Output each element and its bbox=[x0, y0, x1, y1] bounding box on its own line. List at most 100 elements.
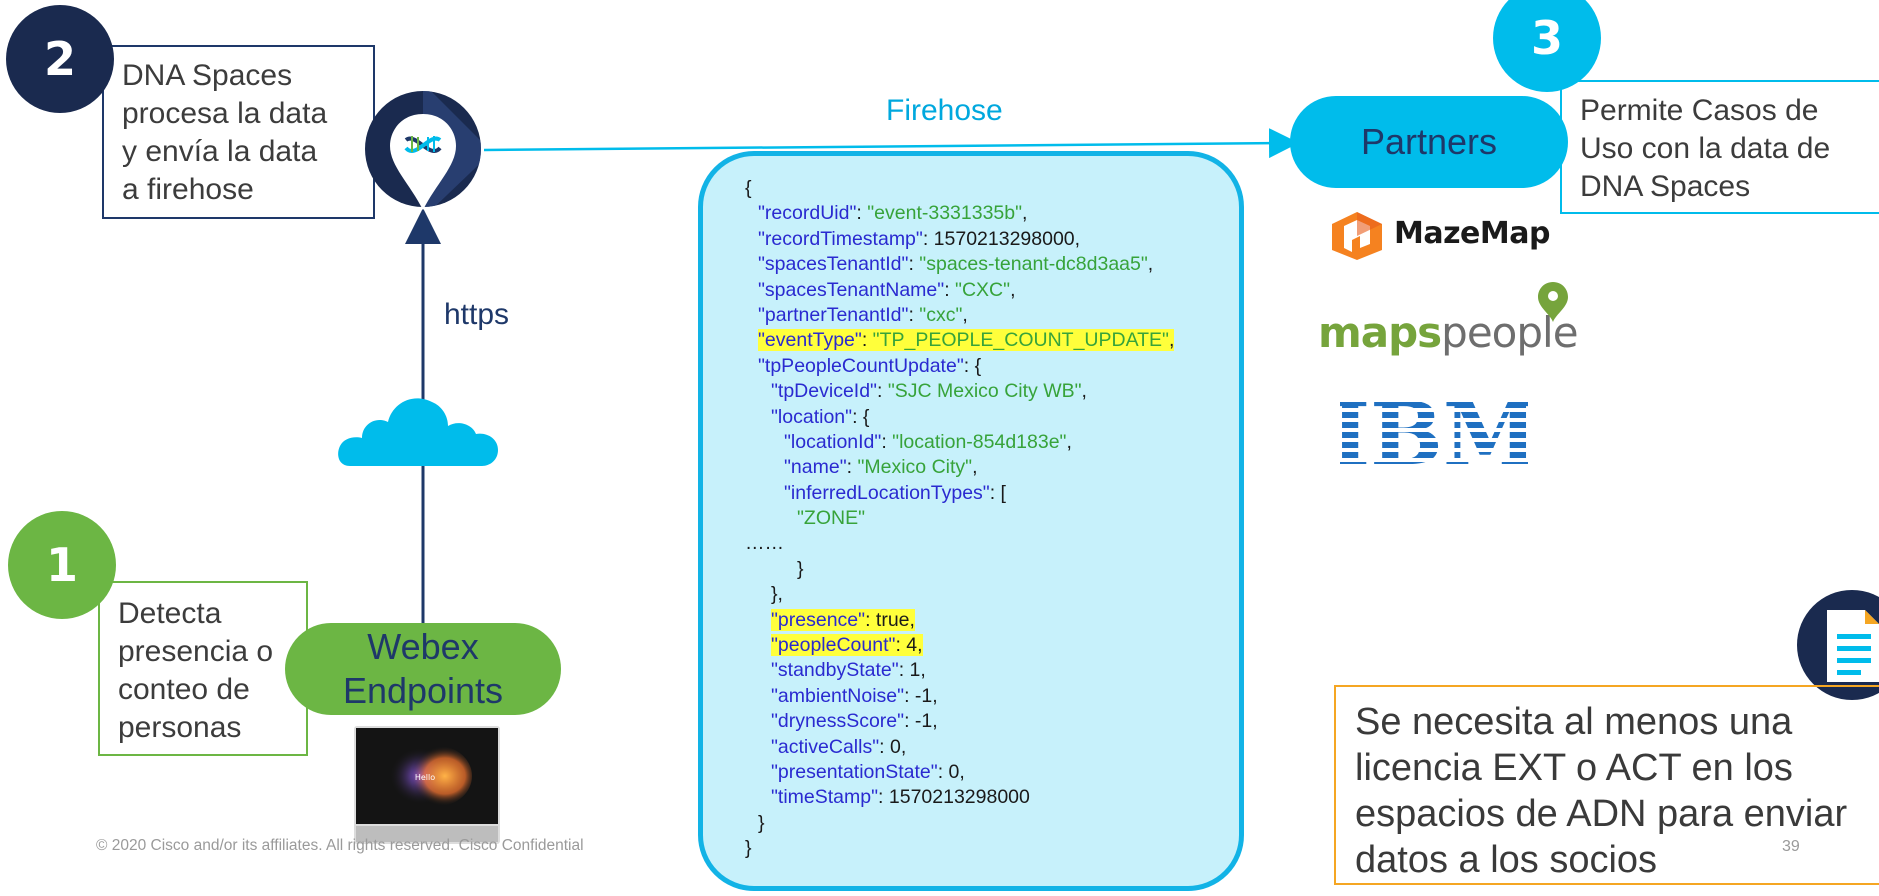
document-icon bbox=[1797, 590, 1879, 700]
json-line: "partnerTenantId": "cxc", bbox=[745, 303, 1265, 328]
json-token: : bbox=[908, 303, 920, 326]
dna-location-pin-icon bbox=[365, 91, 481, 210]
json-token: 4 bbox=[906, 634, 918, 657]
json-token: "event-3331335b" bbox=[867, 202, 1023, 225]
webex-label-line1: Webex bbox=[367, 626, 479, 667]
mazemap-logo: MazeMap bbox=[1330, 210, 1560, 266]
json-line: "eventType": "TP_PEOPLE_COUNT_UPDATE", bbox=[745, 328, 1265, 353]
json-line: "tpPeopleCountUpdate": { bbox=[745, 354, 1265, 379]
mapspeople-wordmark-a: maps bbox=[1318, 308, 1442, 357]
json-token: , bbox=[932, 710, 938, 733]
json-token: "tpPeopleCountUpdate" bbox=[758, 354, 964, 377]
json-token: "Mexico City" bbox=[857, 456, 973, 479]
json-token: "locationId" bbox=[784, 430, 882, 453]
json-token: "spacesTenantName" bbox=[758, 278, 945, 301]
footer-copyright: © 2020 Cisco and/or its affiliates. All … bbox=[96, 837, 584, 854]
json-token: -1 bbox=[914, 684, 933, 707]
json-token: : { bbox=[852, 405, 870, 428]
json-line: "presentationState": 0, bbox=[745, 760, 1265, 785]
json-token: true bbox=[875, 608, 910, 631]
json-line: "tpDeviceId": "SJC Mexico City WB", bbox=[745, 379, 1265, 404]
json-token: : bbox=[879, 735, 890, 758]
json-line: "location": { bbox=[745, 405, 1265, 430]
json-token: { bbox=[745, 177, 752, 199]
ibm-wordmark: IBM bbox=[1340, 392, 1528, 470]
json-token: , bbox=[1147, 253, 1154, 276]
webex-endpoints-pill: Webex Endpoints bbox=[285, 623, 561, 715]
json-token: "location-854d183e" bbox=[892, 430, 1067, 453]
json-token: "timeStamp" bbox=[771, 786, 879, 809]
json-line: "name": "Mexico City", bbox=[745, 455, 1265, 480]
json-token: : bbox=[846, 456, 858, 479]
json-token: -1 bbox=[914, 710, 933, 733]
json-token: , bbox=[1081, 380, 1087, 403]
json-token: "recordUid" bbox=[758, 202, 857, 225]
json-token: : bbox=[895, 634, 907, 657]
step3-badge: 3 bbox=[1493, 0, 1601, 92]
json-token: , bbox=[959, 760, 965, 783]
json-line: "timeStamp": 1570213298000 bbox=[745, 785, 1265, 810]
json-token: : bbox=[861, 329, 873, 352]
json-token: , bbox=[1074, 227, 1081, 250]
step3-description: Permite Casos de Uso con la data de DNA … bbox=[1560, 80, 1879, 214]
json-token: "tpDeviceId" bbox=[771, 380, 877, 403]
json-token: : bbox=[881, 430, 893, 453]
firehose-label: Firehose bbox=[886, 94, 1003, 127]
json-token: 0 bbox=[948, 760, 960, 783]
json-token: "standbyState" bbox=[771, 659, 899, 682]
json-line: "spacesTenantName": "CXC", bbox=[745, 278, 1265, 303]
json-token: , bbox=[1066, 430, 1072, 453]
json-line: "spacesTenantId": "spaces-tenant-dc8d3aa… bbox=[745, 252, 1265, 277]
step1-badge: 1 bbox=[8, 511, 116, 619]
license-note: Se necesita al menos una licencia EXT o … bbox=[1334, 685, 1879, 885]
json-token: , bbox=[900, 735, 907, 758]
json-line: "ambientNoise": -1, bbox=[745, 684, 1265, 709]
json-token: , bbox=[1168, 329, 1175, 352]
https-label: https bbox=[444, 298, 510, 331]
json-line: "drynessScore": -1, bbox=[745, 709, 1265, 734]
json-token: "CXC" bbox=[955, 278, 1011, 301]
json-token: "activeCalls" bbox=[771, 735, 880, 758]
json-payload-code: {"recordUid": "event-3331335b","recordTi… bbox=[745, 176, 1265, 862]
json-token: "drynessScore" bbox=[771, 710, 905, 733]
mapspeople-logo: mapspeople bbox=[1318, 280, 1579, 360]
json-token: "location" bbox=[771, 405, 853, 428]
json-token: 0 bbox=[889, 735, 901, 758]
json-token: }, bbox=[771, 583, 783, 606]
mazemap-wordmark: MazeMap bbox=[1394, 216, 1550, 251]
ibm-logo: IBM bbox=[1340, 392, 1528, 470]
firehose-arrow bbox=[483, 128, 1299, 159]
json-token: "peopleCount" bbox=[771, 634, 896, 657]
json-line: } bbox=[745, 836, 1265, 861]
json-token: , bbox=[909, 608, 915, 631]
map-pin-icon bbox=[1538, 282, 1568, 322]
json-token: : bbox=[878, 786, 889, 809]
json-line: "inferredLocationTypes": [ bbox=[745, 481, 1265, 506]
json-token: , bbox=[962, 303, 968, 326]
json-token: : bbox=[856, 202, 868, 225]
json-token: : bbox=[876, 380, 888, 403]
json-token: : bbox=[865, 608, 876, 631]
json-token: : bbox=[898, 659, 910, 682]
partners-pill: Partners bbox=[1290, 96, 1568, 188]
json-line: "standbyState": 1, bbox=[745, 658, 1265, 683]
json-token: : bbox=[944, 278, 956, 301]
json-token: , bbox=[917, 634, 923, 657]
json-line: { bbox=[745, 176, 1265, 201]
webex-label-line2: Endpoints bbox=[342, 670, 504, 711]
json-token: "spacesTenantId" bbox=[758, 253, 909, 276]
json-line: "activeCalls": 0, bbox=[745, 735, 1265, 760]
json-line: "presence": true, bbox=[745, 608, 1265, 633]
json-token: 1570213298000 bbox=[933, 227, 1075, 250]
json-token: "SJC Mexico City WB" bbox=[887, 380, 1082, 403]
json-token: "TP_PEOPLE_COUNT_UPDATE" bbox=[872, 329, 1169, 352]
step2-description: DNA Spaces procesa la data y envía la da… bbox=[102, 45, 375, 219]
json-token: : bbox=[904, 710, 915, 733]
json-token: } bbox=[745, 837, 752, 860]
json-token: "ambientNoise" bbox=[771, 684, 905, 707]
device-screen-text: Hello bbox=[415, 773, 435, 782]
json-token: : [ bbox=[989, 481, 1006, 504]
json-token: "partnerTenantId" bbox=[758, 303, 909, 326]
cloud-icon bbox=[338, 398, 498, 466]
json-token: : { bbox=[963, 354, 982, 377]
